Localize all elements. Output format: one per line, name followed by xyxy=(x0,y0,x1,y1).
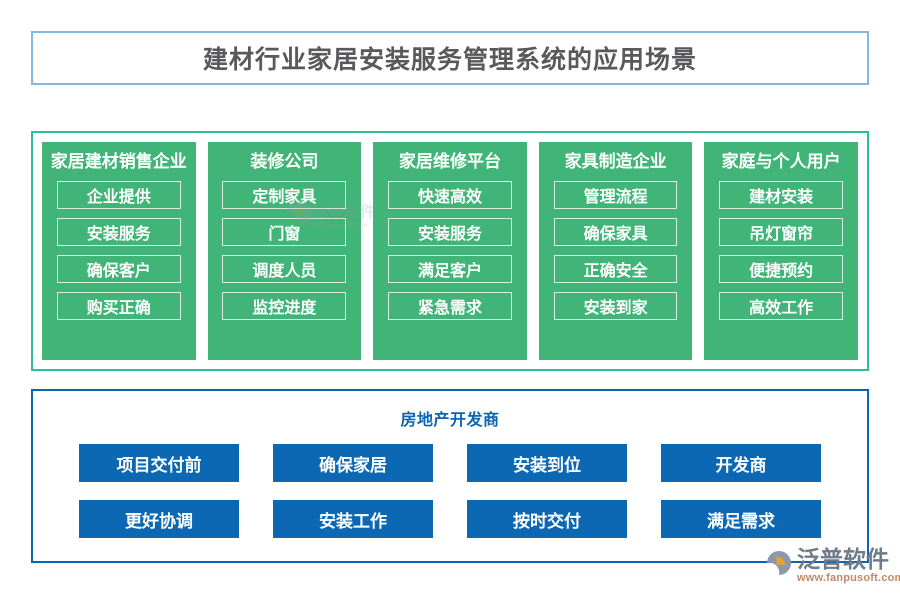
green-column-0[interactable]: 家居建材销售企业 企业提供 安装服务 确保客户 购买正确 xyxy=(42,142,196,360)
green-item-list: 管理流程 确保家具 正确安全 安装到家 xyxy=(547,181,685,320)
green-item[interactable]: 安装服务 xyxy=(388,218,512,246)
brand-logo-text: 泛普软件 www.fanpusoft.com xyxy=(797,548,900,584)
blue-item[interactable]: 安装到位 xyxy=(467,444,627,482)
green-column-heading: 装修公司 xyxy=(250,152,319,171)
green-column-list: 家居建材销售企业 企业提供 安装服务 确保客户 购买正确 装修公司 定制家具 门… xyxy=(42,142,858,360)
green-item[interactable]: 定制家具 xyxy=(222,181,347,209)
green-item[interactable]: 门窗 xyxy=(222,218,347,246)
green-item[interactable]: 高效工作 xyxy=(719,292,844,320)
green-item[interactable]: 吊灯窗帘 xyxy=(719,218,844,246)
green-item[interactable]: 调度人员 xyxy=(222,255,347,283)
brand-name: 泛普软件 xyxy=(797,546,889,572)
green-item-list: 企业提供 安装服务 确保客户 购买正确 xyxy=(50,181,188,320)
blue-section-title: 房地产开发商 xyxy=(400,412,500,429)
blue-item[interactable]: 安装工作 xyxy=(273,500,433,538)
green-item[interactable]: 监控进度 xyxy=(222,292,347,320)
blue-item-grid: 项目交付前 确保家居 安装到位 开发商 更好协调 安装工作 按时交付 满足需求 xyxy=(79,444,821,538)
brand-logo: 泛普软件 www.fanpusoft.com xyxy=(764,548,900,592)
green-column-3[interactable]: 家具制造企业 管理流程 确保家具 正确安全 安装到家 xyxy=(538,142,693,360)
green-item[interactable]: 购买正确 xyxy=(56,292,181,320)
green-column-4[interactable]: 家庭与个人用户 建材安装 吊灯窗帘 便捷预约 高效工作 xyxy=(704,142,858,360)
green-item[interactable]: 正确安全 xyxy=(553,255,678,283)
green-item[interactable]: 建材安装 xyxy=(719,181,844,209)
green-column-heading: 家居维修平台 xyxy=(398,152,501,171)
page-title-box: 建材行业家居安装服务管理系统的应用场景 xyxy=(31,31,869,85)
blue-item[interactable]: 确保家居 xyxy=(273,444,433,482)
green-item-list: 建材安装 吊灯窗帘 便捷预约 高效工作 xyxy=(712,181,850,320)
green-column-heading: 家居建材销售企业 xyxy=(50,152,187,171)
green-item[interactable]: 企业提供 xyxy=(56,181,181,209)
green-item[interactable]: 安装到家 xyxy=(553,292,678,320)
brand-url: www.fanpusoft.com xyxy=(797,572,900,584)
green-section: 家居建材销售企业 企业提供 安装服务 确保客户 购买正确 装修公司 定制家具 门… xyxy=(31,131,869,371)
blue-item[interactable]: 满足需求 xyxy=(661,500,821,538)
green-item[interactable]: 满足客户 xyxy=(388,255,512,283)
green-item[interactable]: 快速高效 xyxy=(388,181,512,209)
green-item-list: 快速高效 安装服务 满足客户 紧急需求 xyxy=(381,181,519,320)
green-item[interactable]: 管理流程 xyxy=(553,181,678,209)
blue-item[interactable]: 按时交付 xyxy=(467,500,627,538)
fanpu-swoosh-icon xyxy=(767,551,791,575)
green-column-2[interactable]: 家居维修平台 快速高效 安装服务 满足客户 紧急需求 xyxy=(373,142,527,360)
blue-item[interactable]: 开发商 xyxy=(661,444,821,482)
green-item[interactable]: 紧急需求 xyxy=(388,292,512,320)
green-item[interactable]: 确保客户 xyxy=(56,255,181,283)
green-item[interactable]: 确保家具 xyxy=(553,218,678,246)
green-item[interactable]: 便捷预约 xyxy=(719,255,844,283)
page-title: 建材行业家居安装服务管理系统的应用场景 xyxy=(202,46,697,74)
green-item-list: 定制家具 门窗 调度人员 监控进度 xyxy=(216,181,354,320)
blue-item[interactable]: 项目交付前 xyxy=(79,444,239,482)
green-column-1[interactable]: 装修公司 定制家具 门窗 调度人员 监控进度 xyxy=(207,142,362,360)
green-column-heading: 家庭与个人用户 xyxy=(721,152,841,171)
green-column-heading: 家具制造企业 xyxy=(564,152,667,171)
blue-section: 房地产开发商 项目交付前 确保家居 安装到位 开发商 更好协调 安装工作 按时交… xyxy=(31,389,869,563)
blue-item[interactable]: 更好协调 xyxy=(79,500,239,538)
green-item[interactable]: 安装服务 xyxy=(56,218,181,246)
